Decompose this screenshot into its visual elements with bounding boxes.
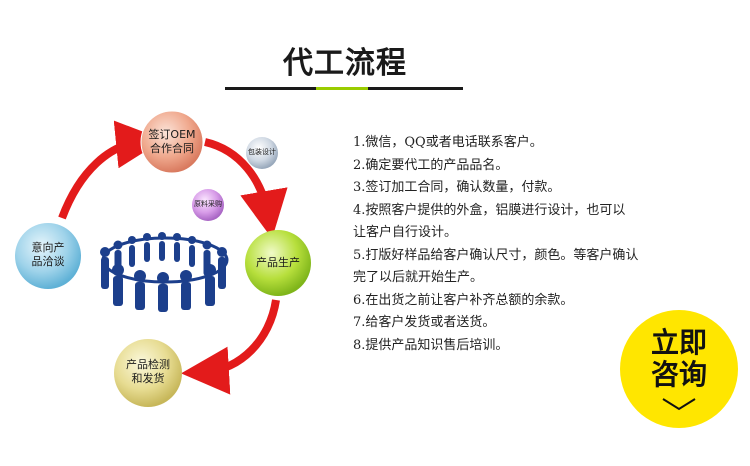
node-packaging-label: 包装设计 xyxy=(248,148,276,156)
consult-line1: 立即 xyxy=(650,326,707,359)
node-intent-line1: 意向产 xyxy=(31,241,65,254)
step-item: 5.打版好样品给客户确认尺寸，颜色。等客户确认 xyxy=(353,247,639,263)
node-inspect-line2: 和发货 xyxy=(131,371,165,385)
chevron-down-icon xyxy=(662,398,696,411)
step-item: 3.签订加工合同，确认数量，付款。 xyxy=(353,180,561,195)
node-intent-label: 意向产 品洽谈 xyxy=(18,241,78,269)
node-production-label: 产品生产 xyxy=(256,256,300,269)
consult-now-button[interactable]: 立即 咨询 xyxy=(620,310,738,428)
title-underline-accent xyxy=(316,87,368,90)
arrow-intent-to-sign xyxy=(58,120,164,220)
step-item: 让客户自行设计。 xyxy=(353,225,458,240)
node-intent xyxy=(15,223,81,289)
step-item: 8.提供产品知识售后培训。 xyxy=(353,337,509,353)
node-inspect-label: 产品检测 和发货 xyxy=(114,358,182,386)
node-material xyxy=(192,189,224,221)
step-item: 7.给客户发货或者送货。 xyxy=(353,315,496,330)
step-item: 1.微信，QQ或者电话联系客户。 xyxy=(353,135,543,150)
node-intent-line2: 品洽谈 xyxy=(31,254,65,268)
people-circle-icon xyxy=(100,232,229,312)
node-sign-line2: 合作合同 xyxy=(150,141,194,155)
page-title: 代工流程 xyxy=(283,46,407,81)
node-inspect-line1: 产品检测 xyxy=(126,358,170,371)
node-packaging xyxy=(246,137,278,169)
step-item: 2.确定要代工的产品品名。 xyxy=(353,157,509,173)
node-inspect xyxy=(114,339,182,407)
node-sign-contract xyxy=(140,110,204,174)
node-production xyxy=(245,230,311,296)
process-steps-list: 1.微信，QQ或者电话联系客户。 2.确定要代工的产品品名。 3.签订加工合同，… xyxy=(353,132,693,357)
arrow-sign-to-production xyxy=(203,138,288,239)
node-sign-line1: 签订OEM xyxy=(148,128,196,141)
node-material-label: 原料采购 xyxy=(194,200,222,208)
arrow-production-to-inspect xyxy=(181,299,280,395)
step-item: 4.按照客户提供的外盒，铝膜进行设计，也可以 xyxy=(353,202,626,218)
step-item: 完了以后就开始生产。 xyxy=(353,270,484,285)
step-item: 6.在出货之前让客户补齐总额的余款。 xyxy=(353,292,574,308)
node-sign-label: 签订OEM 合作合同 xyxy=(138,128,206,156)
consult-line2: 咨询 xyxy=(650,358,707,391)
